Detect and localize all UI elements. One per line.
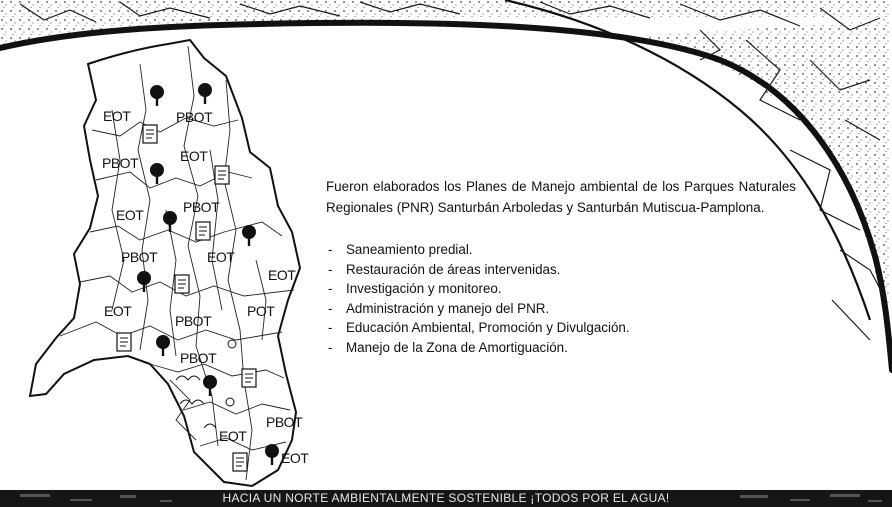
department-outline (28, 38, 302, 488)
map-label-eot: EOT (281, 450, 309, 466)
footer-slogan: HACIA UN NORTE AMBIENTALMENTE SOSTENIBLE… (222, 491, 670, 505)
map-label-pbot: PBOT (121, 249, 158, 265)
bullet-item: Investigación y monitoreo. (326, 279, 796, 299)
map-labels: EOT PBOT PBOT EOT EOT PBOT PBOT EOT EOT … (102, 108, 310, 466)
map-label-pot: POT (247, 303, 275, 319)
bullet-item: Restauración de áreas intervenidas. (326, 260, 796, 280)
map-label-eot: EOT (116, 207, 144, 223)
map-label-eot: EOT (104, 303, 132, 319)
content-block: Fueron elaborados los Planes de Manejo a… (326, 176, 796, 358)
map-label-pbot: PBOT (176, 109, 213, 125)
bullet-item: Educación Ambiental, Promoción y Divulga… (326, 318, 796, 338)
footer-bar: HACIA UN NORTE AMBIENTALMENTE SOSTENIBLE… (0, 490, 892, 507)
map-label-eot: EOT (219, 428, 247, 444)
bullet-item: Administración y manejo del PNR. (326, 299, 796, 319)
bullet-list: Saneamiento predial. Restauración de áre… (326, 240, 796, 358)
map-label-pbot: PBOT (180, 350, 217, 366)
municipality-borders (59, 45, 295, 481)
intro-paragraph: Fueron elaborados los Planes de Manejo a… (326, 179, 796, 215)
map-label-pbot: PBOT (183, 199, 220, 215)
map-label-eot: EOT (207, 249, 235, 265)
map-label-pbot: PBOT (175, 313, 212, 329)
bullet-item: Saneamiento predial. (326, 240, 796, 260)
map-label-eot: EOT (268, 267, 296, 283)
map-label-eot: EOT (180, 148, 208, 164)
map-label-eot: EOT (103, 108, 131, 124)
map-label-pbot: PBOT (102, 155, 139, 171)
map-label-pbot: PBOT (266, 414, 303, 430)
bullet-item: Manejo de la Zona de Amortiguación. (326, 338, 796, 358)
footer-texture (20, 494, 882, 502)
